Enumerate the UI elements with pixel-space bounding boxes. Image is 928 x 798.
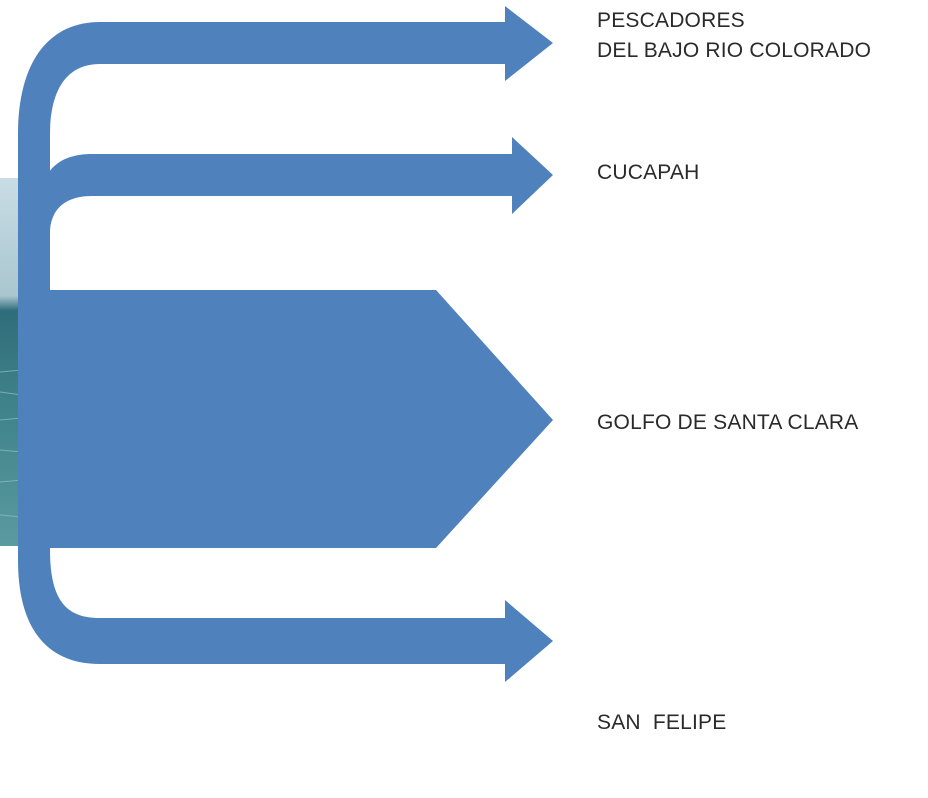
flow-diagram-graphic [0,6,553,682]
label-golfo-de-santa-clara: GOLFO DE SANTA CLARA [597,408,859,438]
label-golfo-text: GOLFO DE SANTA CLARA [597,411,859,434]
flow-diagram: PESCADORES DEL BAJO RIO COLORADO CUCAPAH… [0,6,871,734]
label-pescadores: PESCADORES DEL BAJO RIO COLORADO [597,6,871,66]
label-san-felipe: SAN FELIPE [597,648,726,798]
label-cucapah-text: CUCAPAH [597,161,700,184]
label-pescadores-line2: DEL BAJO RIO COLORADO [597,39,872,62]
branch-cucapah [40,137,553,230]
label-sanfelipe-text: SAN FELIPE [597,711,727,734]
label-pescadores-line1: PESCADORES [597,9,745,32]
arrow-golfo [22,290,553,548]
arrow-pescadores [505,6,553,81]
sea-photo-fragment [0,178,22,546]
label-cucapah: CUCAPAH [597,158,700,188]
arrow-sanfelipe [505,600,553,682]
